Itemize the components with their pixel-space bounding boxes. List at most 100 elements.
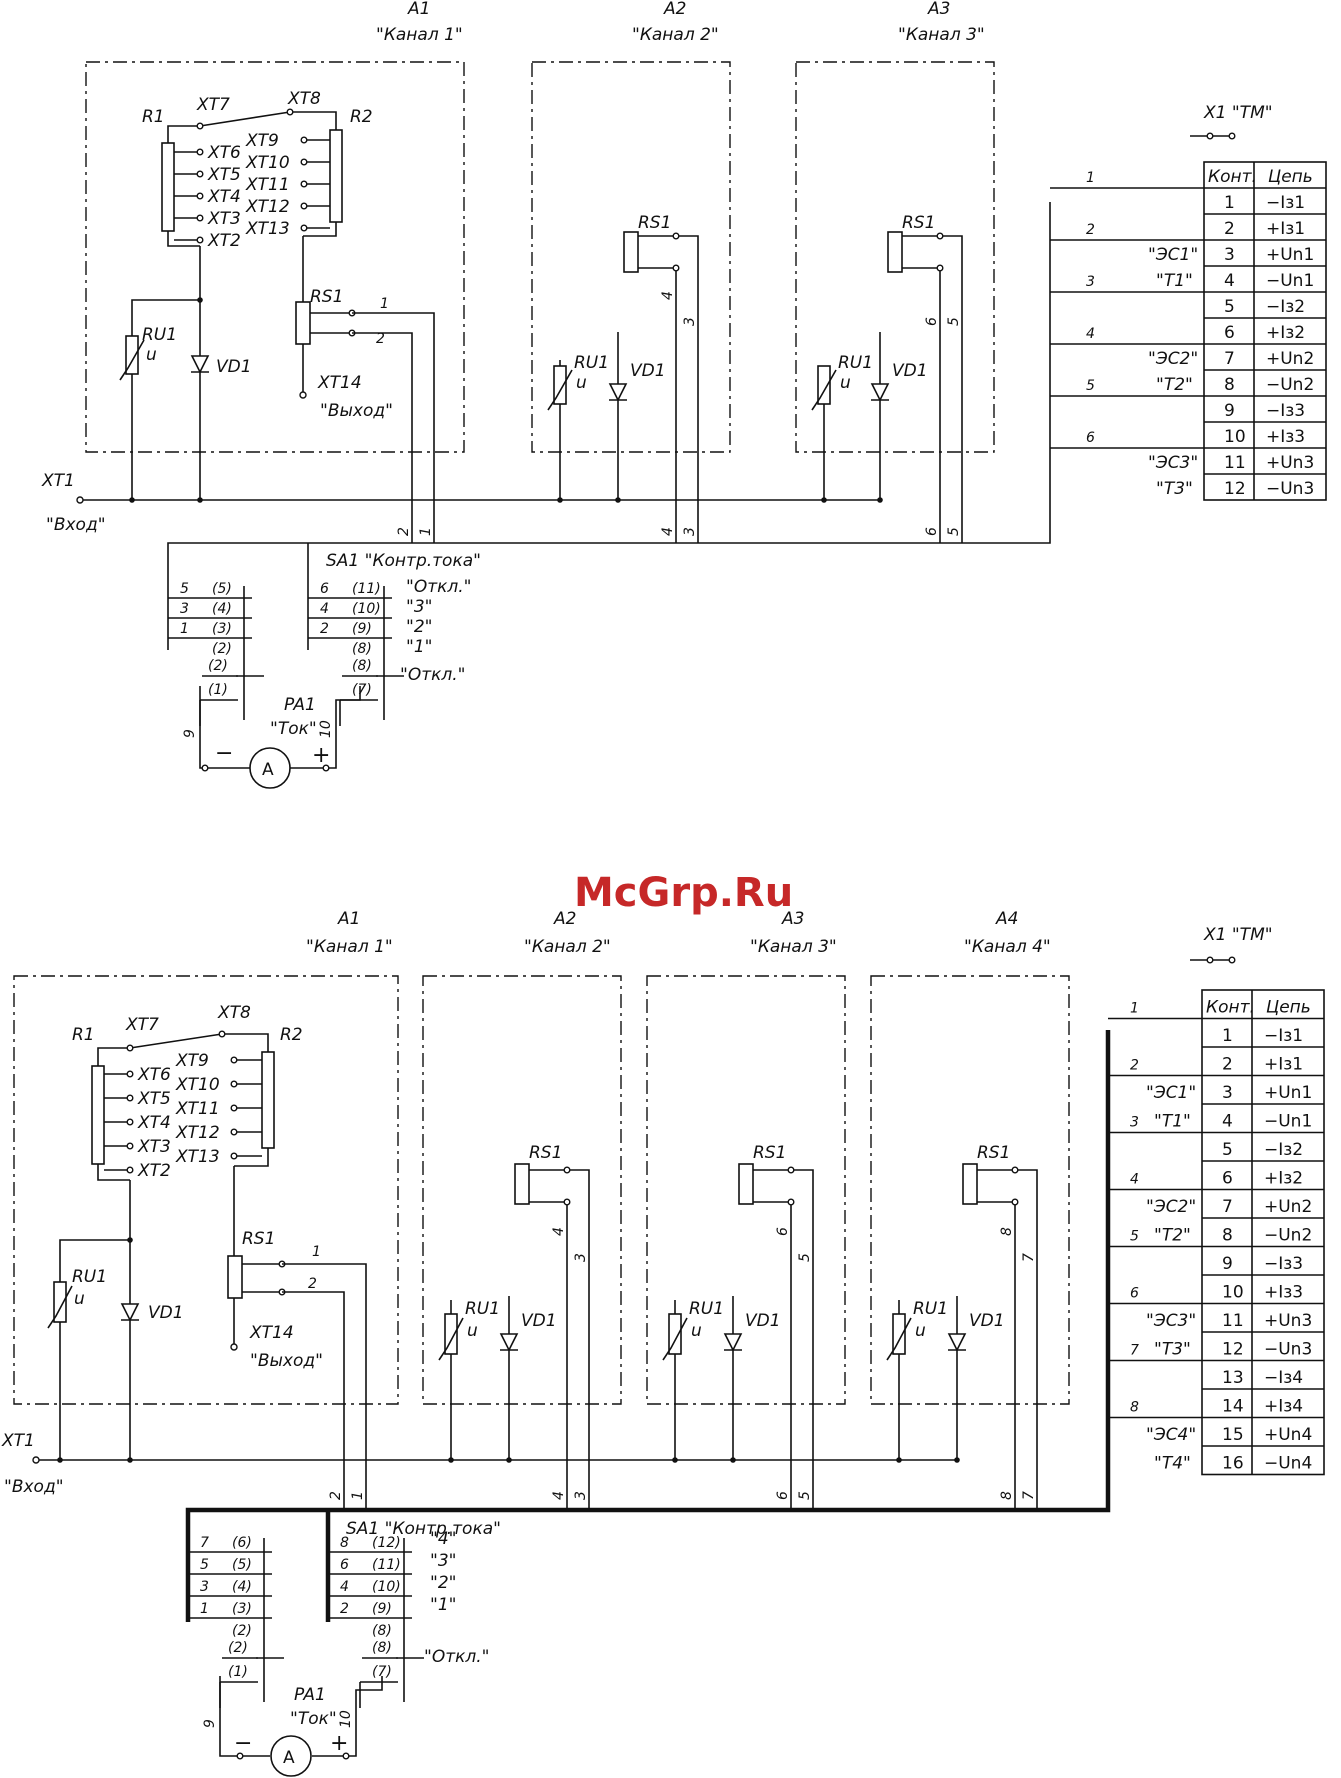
wire-segment <box>753 1201 792 1510</box>
connector-pin: 10 <box>1224 427 1246 447</box>
module-frame-a2 <box>531 61 731 453</box>
diode-vd1 <box>499 1333 519 1352</box>
wire-segment <box>977 1201 1016 1510</box>
wire-segment <box>753 1169 814 1510</box>
switch-contact: (6) <box>232 1535 252 1551</box>
connector-circuit: +Iз1 <box>1264 1055 1303 1075</box>
wire-number: 8 <box>999 1491 1015 1500</box>
switch-contact: (7) <box>352 682 372 698</box>
module-id-a2-d2: A2 <box>553 909 576 929</box>
terminal-point <box>196 236 204 244</box>
resistor-r1-d2 <box>91 1065 105 1165</box>
terminal-point <box>126 1166 134 1174</box>
wire-segment <box>529 1169 590 1510</box>
terminal-label: XT10 <box>245 153 290 173</box>
terminal-label: XT12 <box>175 1123 220 1143</box>
switch-contact: (8) <box>352 641 372 657</box>
connector-circuit: +Un4 <box>1264 1425 1312 1445</box>
terminal-xt1-d2 <box>32 1456 40 1464</box>
wire-4-bus: 4 <box>660 527 676 536</box>
connector-wire-number: 6 <box>1086 430 1095 446</box>
connector-pin: 3 <box>1224 245 1235 265</box>
terminal-label: XT13 <box>175 1147 220 1167</box>
connector-circuit: −Iз3 <box>1264 1254 1303 1274</box>
module-name-a4-d2: "Канал 4" <box>964 937 1051 957</box>
terminal-label: XT12 <box>245 197 290 217</box>
switch-wire-number: 5 <box>180 581 189 597</box>
connector-wire-number: 3 <box>1086 274 1095 290</box>
varistor-ru1-a3 <box>817 365 831 405</box>
junction-dot <box>954 1457 960 1463</box>
switch-position-label: "Откл." <box>400 665 465 685</box>
connector-circuit: +Iз2 <box>1264 1169 1303 1189</box>
wire-5-a3: 5 <box>946 317 962 326</box>
diode-vd1 <box>947 1333 967 1352</box>
wire-1-a1-d2: 1 <box>312 1244 321 1260</box>
label-rs1-a2: RS1 <box>638 213 671 233</box>
switch-wire-number: 4 <box>340 1579 349 1595</box>
label-ru1-d2: RU1 <box>72 1267 107 1287</box>
junction-dot <box>896 1457 902 1463</box>
harness-bus <box>167 202 1051 650</box>
shunt-rs1 <box>962 1163 978 1205</box>
connector-circuit: +Un2 <box>1264 1197 1312 1217</box>
terminal-label: XT3 <box>137 1137 171 1157</box>
module-name-a3: "Канал 3" <box>898 25 985 45</box>
label-rs1-a1-d2: RS1 <box>242 1229 275 1249</box>
diode-vd1 <box>723 1333 743 1352</box>
label-xt7: XT7 <box>196 95 230 115</box>
switch-position-label: "3" <box>430 1551 456 1571</box>
connector-circuit: −Un3 <box>1264 1340 1312 1360</box>
terminal-label: XT5 <box>207 165 241 185</box>
connector-pin: 8 <box>1224 375 1235 395</box>
terminal-point <box>1011 1166 1019 1174</box>
switch-contact: (12) <box>372 1535 401 1551</box>
wire-number: 6 <box>775 1227 791 1236</box>
terminal-point <box>126 1118 134 1126</box>
wire-number: 5 <box>797 1491 813 1500</box>
sensor-group-label: "ЭС3" <box>1148 453 1198 473</box>
label-current-d2: "Ток" <box>290 1709 337 1729</box>
connector-wire-number: 4 <box>1130 1172 1139 1188</box>
label-r1-d2: R1 <box>72 1025 95 1045</box>
varistor-ru1 <box>668 1313 682 1355</box>
connector-circuit: +Iз3 <box>1264 1283 1303 1303</box>
label-vd1-a3: VD1 <box>892 361 928 381</box>
terminal-xt14 <box>299 391 307 399</box>
connector-pin: 15 <box>1222 1425 1244 1445</box>
terminal-point <box>300 136 308 144</box>
module-name-a2: "Канал 2" <box>632 25 719 45</box>
label-vd1-a2: VD1 <box>630 361 666 381</box>
terminal-label: XT10 <box>175 1075 220 1095</box>
label-r2-d2: R2 <box>280 1025 303 1045</box>
switch-contact: (1) <box>228 1664 248 1680</box>
wire-2-a1-d2: 2 <box>308 1276 317 1292</box>
terminal-label: XT6 <box>137 1065 171 1085</box>
terminal-point <box>300 224 308 232</box>
switch-wire-number: 1 <box>200 1601 209 1617</box>
connector-wire-number: 4 <box>1086 326 1095 342</box>
meter-minus: − <box>215 741 233 766</box>
switch-contact: (5) <box>232 1557 252 1573</box>
terminal-point <box>300 158 308 166</box>
wire-segment <box>438 1317 464 1361</box>
label-rs1: RS1 <box>753 1143 786 1163</box>
switch-contact: (2) <box>208 658 228 674</box>
terminal-label: XT2 <box>137 1161 171 1181</box>
connector-wire-number: 5 <box>1086 378 1095 394</box>
shunt-rs1-a1 <box>295 301 311 345</box>
module-id-a3-d2: A3 <box>781 909 804 929</box>
switch-contact: (2) <box>212 641 232 657</box>
terminal-point <box>230 1128 238 1136</box>
sensor-group-label: "Т2" <box>1156 375 1193 395</box>
wire-2-bus-d2: 2 <box>328 1491 344 1500</box>
connector-pin: 5 <box>1224 297 1235 317</box>
wire-6-bus: 6 <box>924 527 940 536</box>
connector-pin: 2 <box>1222 1055 1233 1075</box>
connector-header-circuit: Цепь <box>1268 167 1313 187</box>
wire-9-meter: 9 <box>182 729 198 738</box>
connector-circuit: +Iз4 <box>1264 1397 1303 1417</box>
module-id-a1: A1 <box>407 0 430 19</box>
sensor-group-label: "ЭС1" <box>1146 1083 1196 1103</box>
switch-contact: (10) <box>352 601 381 617</box>
